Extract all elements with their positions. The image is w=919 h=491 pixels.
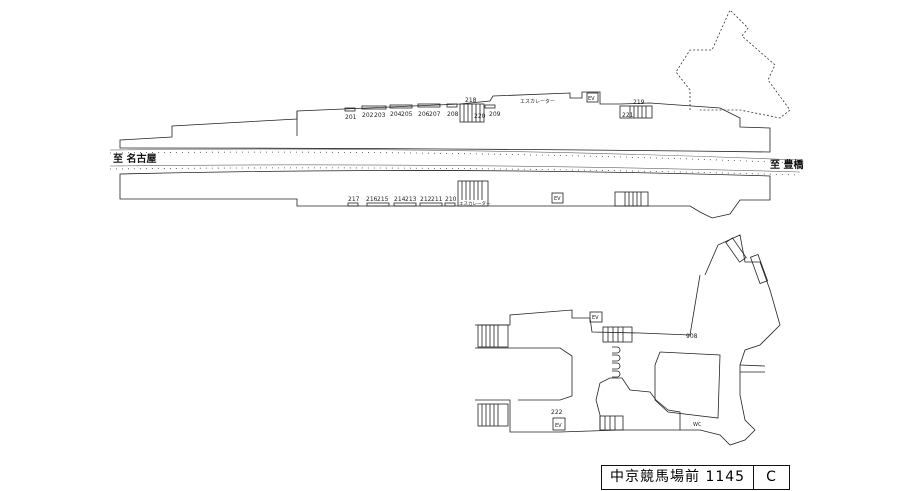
elevator-label: EV <box>592 315 599 321</box>
exit-label: 212 <box>420 196 432 203</box>
exit-label: 221 <box>622 112 634 119</box>
building-outline <box>675 9 791 119</box>
stairs-lower <box>347 180 649 207</box>
exit-label: 216 <box>366 196 378 203</box>
escalator-label: エスカレーター <box>459 200 491 207</box>
exit-label: 908 <box>686 333 698 340</box>
exit-label: 202 <box>362 112 374 119</box>
lower-platform <box>119 170 771 219</box>
exit-label: 213 <box>405 196 417 203</box>
exit-label: 206 <box>418 111 430 118</box>
exit-label: 220 <box>474 113 486 120</box>
track-ties <box>109 151 801 164</box>
exit-label: 211 <box>431 196 443 203</box>
track-rail <box>109 148 801 161</box>
toilet-label: WC <box>693 422 702 428</box>
exit-label: 208 <box>447 111 459 118</box>
escalator-label: エスカレーター <box>520 98 555 105</box>
station-name: 中京競馬場前 1145 <box>602 466 753 489</box>
track-rail <box>109 164 801 173</box>
stairs-upper <box>344 92 653 123</box>
exit-label: 218 <box>465 97 477 104</box>
exit-label: 209 <box>489 111 501 118</box>
elevator-label: EV <box>555 423 562 429</box>
elevator-label: EV <box>588 96 595 102</box>
exit-label: 214 <box>394 196 406 203</box>
exit-label: 215 <box>377 196 389 203</box>
exit-label: 222 <box>551 409 563 416</box>
exit-label: 217 <box>348 196 360 203</box>
track-ties <box>109 167 801 176</box>
exit-label: 203 <box>374 112 386 119</box>
direction-left: 至 名古屋 <box>113 152 156 165</box>
station-code: 1145 <box>705 469 746 485</box>
station-name-text: 中京競馬場前 <box>610 469 700 485</box>
exit-label: 204 <box>390 111 402 118</box>
exit-label: 207 <box>429 111 441 118</box>
concourse <box>475 234 781 446</box>
exit-label: 205 <box>401 111 413 118</box>
exit-label: 201 <box>345 114 357 121</box>
title-box: 中京競馬場前 1145 C <box>601 465 790 490</box>
exit-label: 210 <box>445 196 457 203</box>
upper-platform <box>119 91 771 153</box>
sheet-letter: C <box>753 466 789 489</box>
exit-label: 219 <box>633 99 645 106</box>
elevator-label: EV <box>554 196 561 202</box>
direction-right: 至 豊橋 <box>770 158 804 171</box>
